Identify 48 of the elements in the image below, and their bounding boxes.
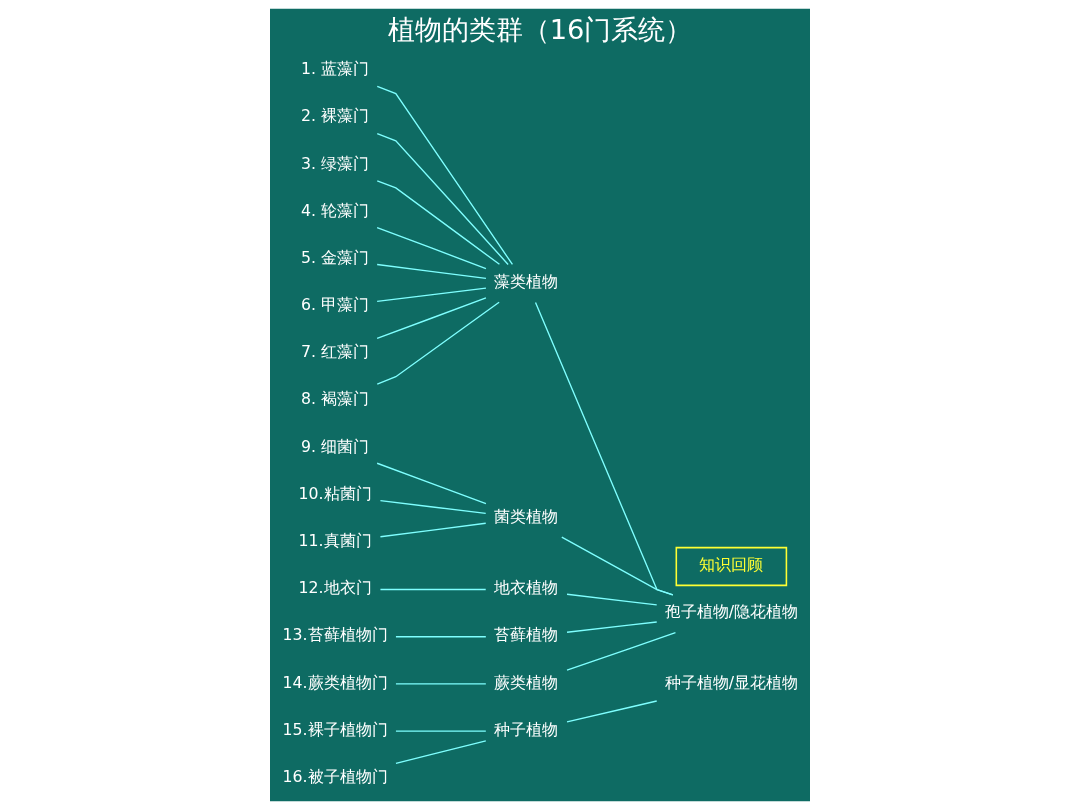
node-text: 11.真菌门 [298, 531, 372, 551]
connector [379, 588, 487, 591]
connector [376, 85, 514, 266]
node-text: 13.苔藓植物门 [282, 625, 388, 645]
node-text: 4. 轮藻门 [301, 200, 370, 220]
connector [379, 522, 487, 538]
connector [561, 536, 674, 596]
connector [376, 301, 500, 385]
connector [376, 297, 487, 340]
node-text: 藻类植物 [494, 272, 559, 292]
node-text: 地衣植物 [494, 578, 559, 598]
connector [376, 263, 487, 280]
node-text: 种子植物/显花植物 [664, 672, 799, 692]
node-text: 孢子植物/隐花植物 [664, 602, 799, 622]
connector [395, 636, 487, 638]
node-text: 种子植物 [494, 719, 559, 739]
connector [376, 132, 509, 266]
node-text: 5. 金藻门 [301, 247, 370, 267]
diagram-title: 植物的类群（16门系统） [387, 13, 693, 45]
node-text: 8. 褐藻门 [301, 389, 370, 409]
connector [376, 180, 501, 265]
connector [376, 226, 487, 270]
connector [395, 730, 487, 732]
connector [534, 301, 674, 596]
connector [566, 621, 658, 633]
node-text: 9. 细菌门 [301, 436, 370, 456]
node-text: 12.地衣门 [298, 578, 372, 598]
connector [395, 683, 487, 685]
connector [566, 631, 677, 671]
connector [566, 700, 658, 723]
node-text: 2. 裸藻门 [301, 106, 370, 126]
node-text: 7. 红藻门 [301, 342, 370, 362]
node-text: 10.粘菌门 [298, 483, 372, 503]
node-text: 苔藓植物 [494, 625, 559, 645]
node-box: 知识回顾 [675, 546, 788, 587]
connector [566, 593, 658, 606]
node-text: 14.蕨类植物门 [282, 672, 388, 692]
node-text: 1. 蓝藻门 [301, 59, 370, 79]
node-text: 6. 甲藻门 [301, 295, 370, 315]
connector [376, 462, 487, 505]
connector [376, 287, 487, 303]
connector [379, 499, 487, 515]
node-text: 蕨类植物 [494, 672, 559, 692]
node-text: 菌类植物 [494, 506, 559, 526]
node-text: 16.被子植物门 [282, 766, 388, 786]
node-text: 3. 绿藻门 [301, 153, 370, 173]
connector [395, 740, 487, 765]
node-text: 15.裸子植物门 [282, 719, 388, 739]
